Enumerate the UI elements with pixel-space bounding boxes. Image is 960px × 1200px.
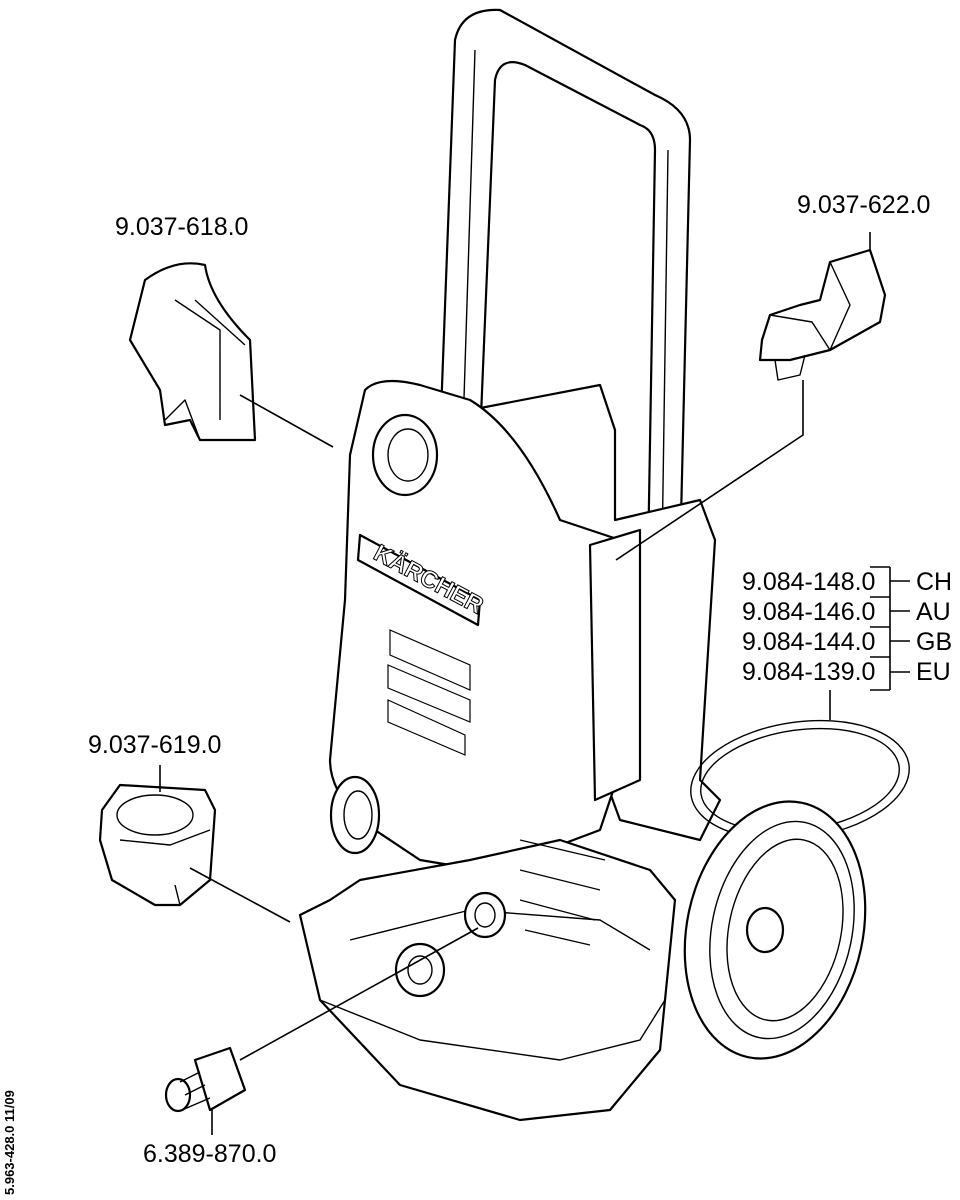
part-handle-cover	[128, 262, 334, 448]
cable-variants: 9.084-148.0 CH 9.084-146.0 AU 9.084-144.…	[742, 566, 952, 720]
wheel	[683, 800, 867, 1060]
part-hook-cover	[615, 232, 887, 561]
vent-slats	[387, 629, 606, 946]
cable-part-gb: 9.084-144.0	[742, 628, 875, 656]
label-holder-cover: 9.037-619.0	[88, 731, 221, 759]
pressure-washer-body: KÄRCHER	[298, 379, 722, 1122]
part-hose-connector	[164, 927, 479, 1135]
document-code: 5.963-428.0 11/09	[2, 1090, 17, 1195]
cable-part-eu: 9.084-139.0	[742, 658, 875, 686]
cable-part-ch: 9.084-148.0	[742, 568, 875, 596]
part-holder	[98, 765, 291, 923]
cable-region-au: AU	[916, 598, 951, 626]
cable-region-gb: GB	[916, 628, 952, 656]
label-handle-cover: 9.037-618.0	[115, 213, 248, 241]
label-hose-connector: 6.389-870.0	[143, 1140, 276, 1168]
cable-region-ch: CH	[916, 568, 952, 596]
cable-region-eu: EU	[916, 658, 951, 686]
label-hook-cover: 9.037-622.0	[797, 191, 930, 219]
cable-part-au: 9.084-146.0	[742, 598, 875, 626]
